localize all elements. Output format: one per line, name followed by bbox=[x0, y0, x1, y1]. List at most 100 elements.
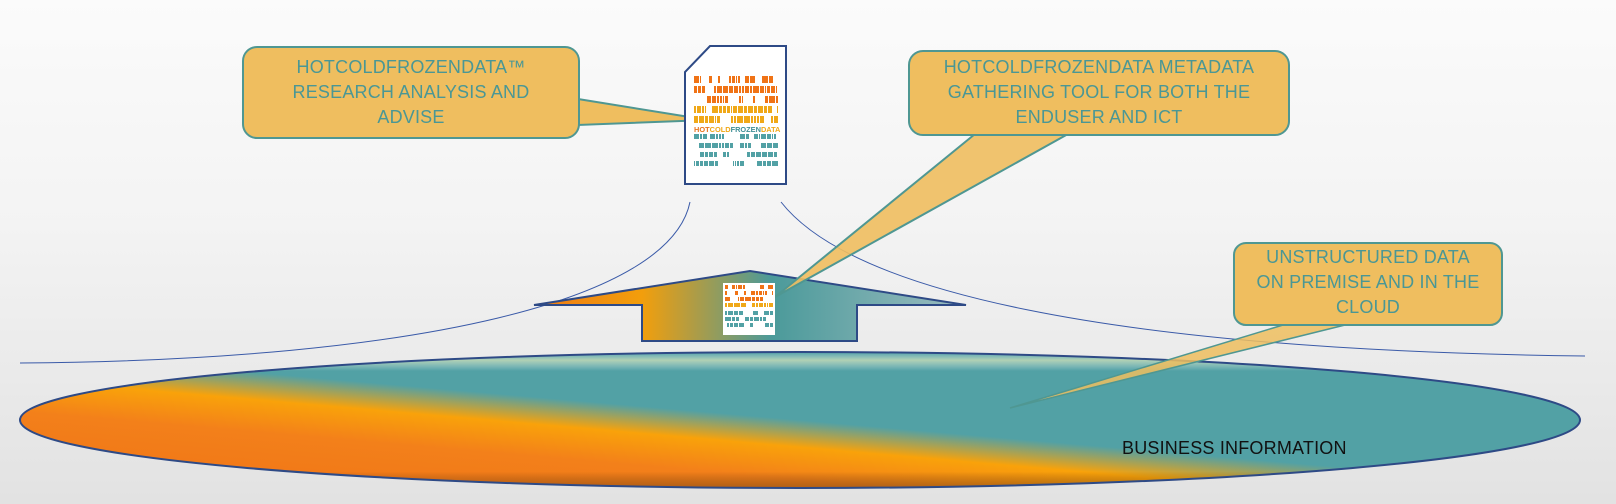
logo-bar bbox=[760, 317, 762, 321]
logo-bar bbox=[774, 116, 778, 123]
logo-bar bbox=[725, 311, 727, 315]
logo-bar bbox=[763, 317, 766, 321]
logo-bar bbox=[744, 291, 746, 295]
logo-bar bbox=[760, 116, 764, 123]
logo-bar bbox=[751, 152, 755, 157]
logo-bar bbox=[694, 86, 697, 93]
logo-bar bbox=[715, 161, 718, 166]
logo-word: FROZEN bbox=[731, 125, 761, 134]
logo-bar bbox=[712, 106, 718, 113]
callout-pointer-metadata bbox=[774, 133, 1072, 298]
logo-bar bbox=[741, 303, 746, 307]
logo-bar bbox=[734, 323, 738, 327]
logo-bar bbox=[768, 285, 773, 289]
logo-bar bbox=[756, 297, 759, 301]
logo-bar bbox=[753, 311, 758, 315]
logo-bar bbox=[694, 134, 699, 139]
logo-bar bbox=[774, 152, 777, 157]
logo-bar bbox=[739, 311, 743, 315]
logo-bar bbox=[723, 96, 724, 103]
logo-bar bbox=[754, 106, 757, 113]
logo-bar bbox=[772, 291, 773, 295]
logo-bar bbox=[750, 86, 752, 93]
logo-bar bbox=[770, 311, 773, 315]
logo-bar bbox=[759, 291, 762, 295]
logo-bar bbox=[754, 116, 756, 123]
logo-bar bbox=[748, 143, 751, 148]
logo-bar bbox=[746, 134, 749, 139]
logo-bar bbox=[760, 86, 764, 93]
logo-bar bbox=[734, 311, 738, 315]
logo-bar bbox=[732, 285, 735, 289]
logo-bar bbox=[709, 76, 712, 83]
logo-bar bbox=[738, 285, 742, 289]
logo-bar bbox=[735, 291, 738, 295]
logo-bar bbox=[705, 143, 711, 148]
logo-bar bbox=[776, 86, 777, 93]
logo-bar bbox=[719, 106, 722, 113]
logo-bar bbox=[752, 303, 755, 307]
logo-bar bbox=[771, 86, 775, 93]
logo-bar bbox=[762, 152, 767, 157]
logo-bar bbox=[699, 116, 704, 123]
logo-bar bbox=[759, 134, 760, 139]
logo-bar bbox=[754, 317, 759, 321]
logo-bar bbox=[745, 86, 749, 93]
logo-bar bbox=[752, 297, 755, 301]
logo-bar bbox=[740, 161, 744, 166]
logo-bar bbox=[717, 96, 719, 103]
logo-bar bbox=[745, 317, 749, 321]
logo-bar bbox=[768, 152, 773, 157]
connector-arc-left bbox=[19, 201, 691, 364]
logo-bar bbox=[744, 106, 747, 113]
logo-bar bbox=[737, 161, 739, 166]
logo-bar bbox=[734, 116, 736, 123]
logo-bar bbox=[735, 161, 736, 166]
logo-bar bbox=[723, 86, 728, 93]
logo-bar bbox=[738, 297, 739, 301]
logo-bar bbox=[772, 134, 773, 139]
logo-bar bbox=[750, 76, 755, 83]
logo-bar bbox=[714, 86, 716, 93]
logo-bar bbox=[740, 134, 745, 139]
logo-bar bbox=[733, 161, 734, 166]
logo-bar bbox=[712, 143, 718, 148]
logo-word: DATA bbox=[761, 125, 781, 134]
logo-bar bbox=[723, 106, 726, 113]
logo-bar bbox=[737, 116, 743, 123]
logo-bar bbox=[729, 86, 733, 93]
logo-bar bbox=[727, 106, 730, 113]
logo-bar bbox=[727, 323, 729, 327]
logo-bar bbox=[742, 86, 744, 93]
logo-bar bbox=[699, 143, 704, 148]
logo-bar bbox=[725, 317, 731, 321]
logo-bar bbox=[727, 152, 729, 157]
logo-bar bbox=[754, 134, 758, 139]
logo-bar bbox=[730, 323, 733, 327]
logo-bar bbox=[745, 76, 749, 83]
logo-bar bbox=[740, 143, 744, 148]
logo-bar bbox=[761, 143, 766, 148]
logo-bar bbox=[756, 291, 758, 295]
logo-bar bbox=[771, 116, 773, 123]
logo-bar bbox=[700, 161, 703, 166]
logo-bar bbox=[694, 116, 698, 123]
logo-bar bbox=[751, 291, 755, 295]
callout-box-unstructured bbox=[1233, 242, 1503, 326]
callout-box-metadata bbox=[908, 50, 1290, 136]
logo-bar bbox=[770, 323, 773, 327]
logo-bar bbox=[720, 96, 722, 103]
logo-bar bbox=[765, 86, 766, 93]
logo-bar bbox=[715, 116, 716, 123]
logo-bar bbox=[718, 76, 720, 83]
logo-bar bbox=[738, 76, 740, 83]
logo-bar bbox=[731, 106, 732, 113]
logo-bar bbox=[773, 143, 778, 148]
callout-research-text: HOTCOLDFROZENDATA™ RESEARCH ANALYSIS AND… bbox=[292, 57, 530, 127]
logo-bar bbox=[738, 106, 743, 113]
logo-bar bbox=[757, 161, 762, 166]
logo-bar bbox=[725, 285, 728, 289]
logo-bar bbox=[740, 297, 744, 301]
logo-bar bbox=[709, 152, 713, 157]
